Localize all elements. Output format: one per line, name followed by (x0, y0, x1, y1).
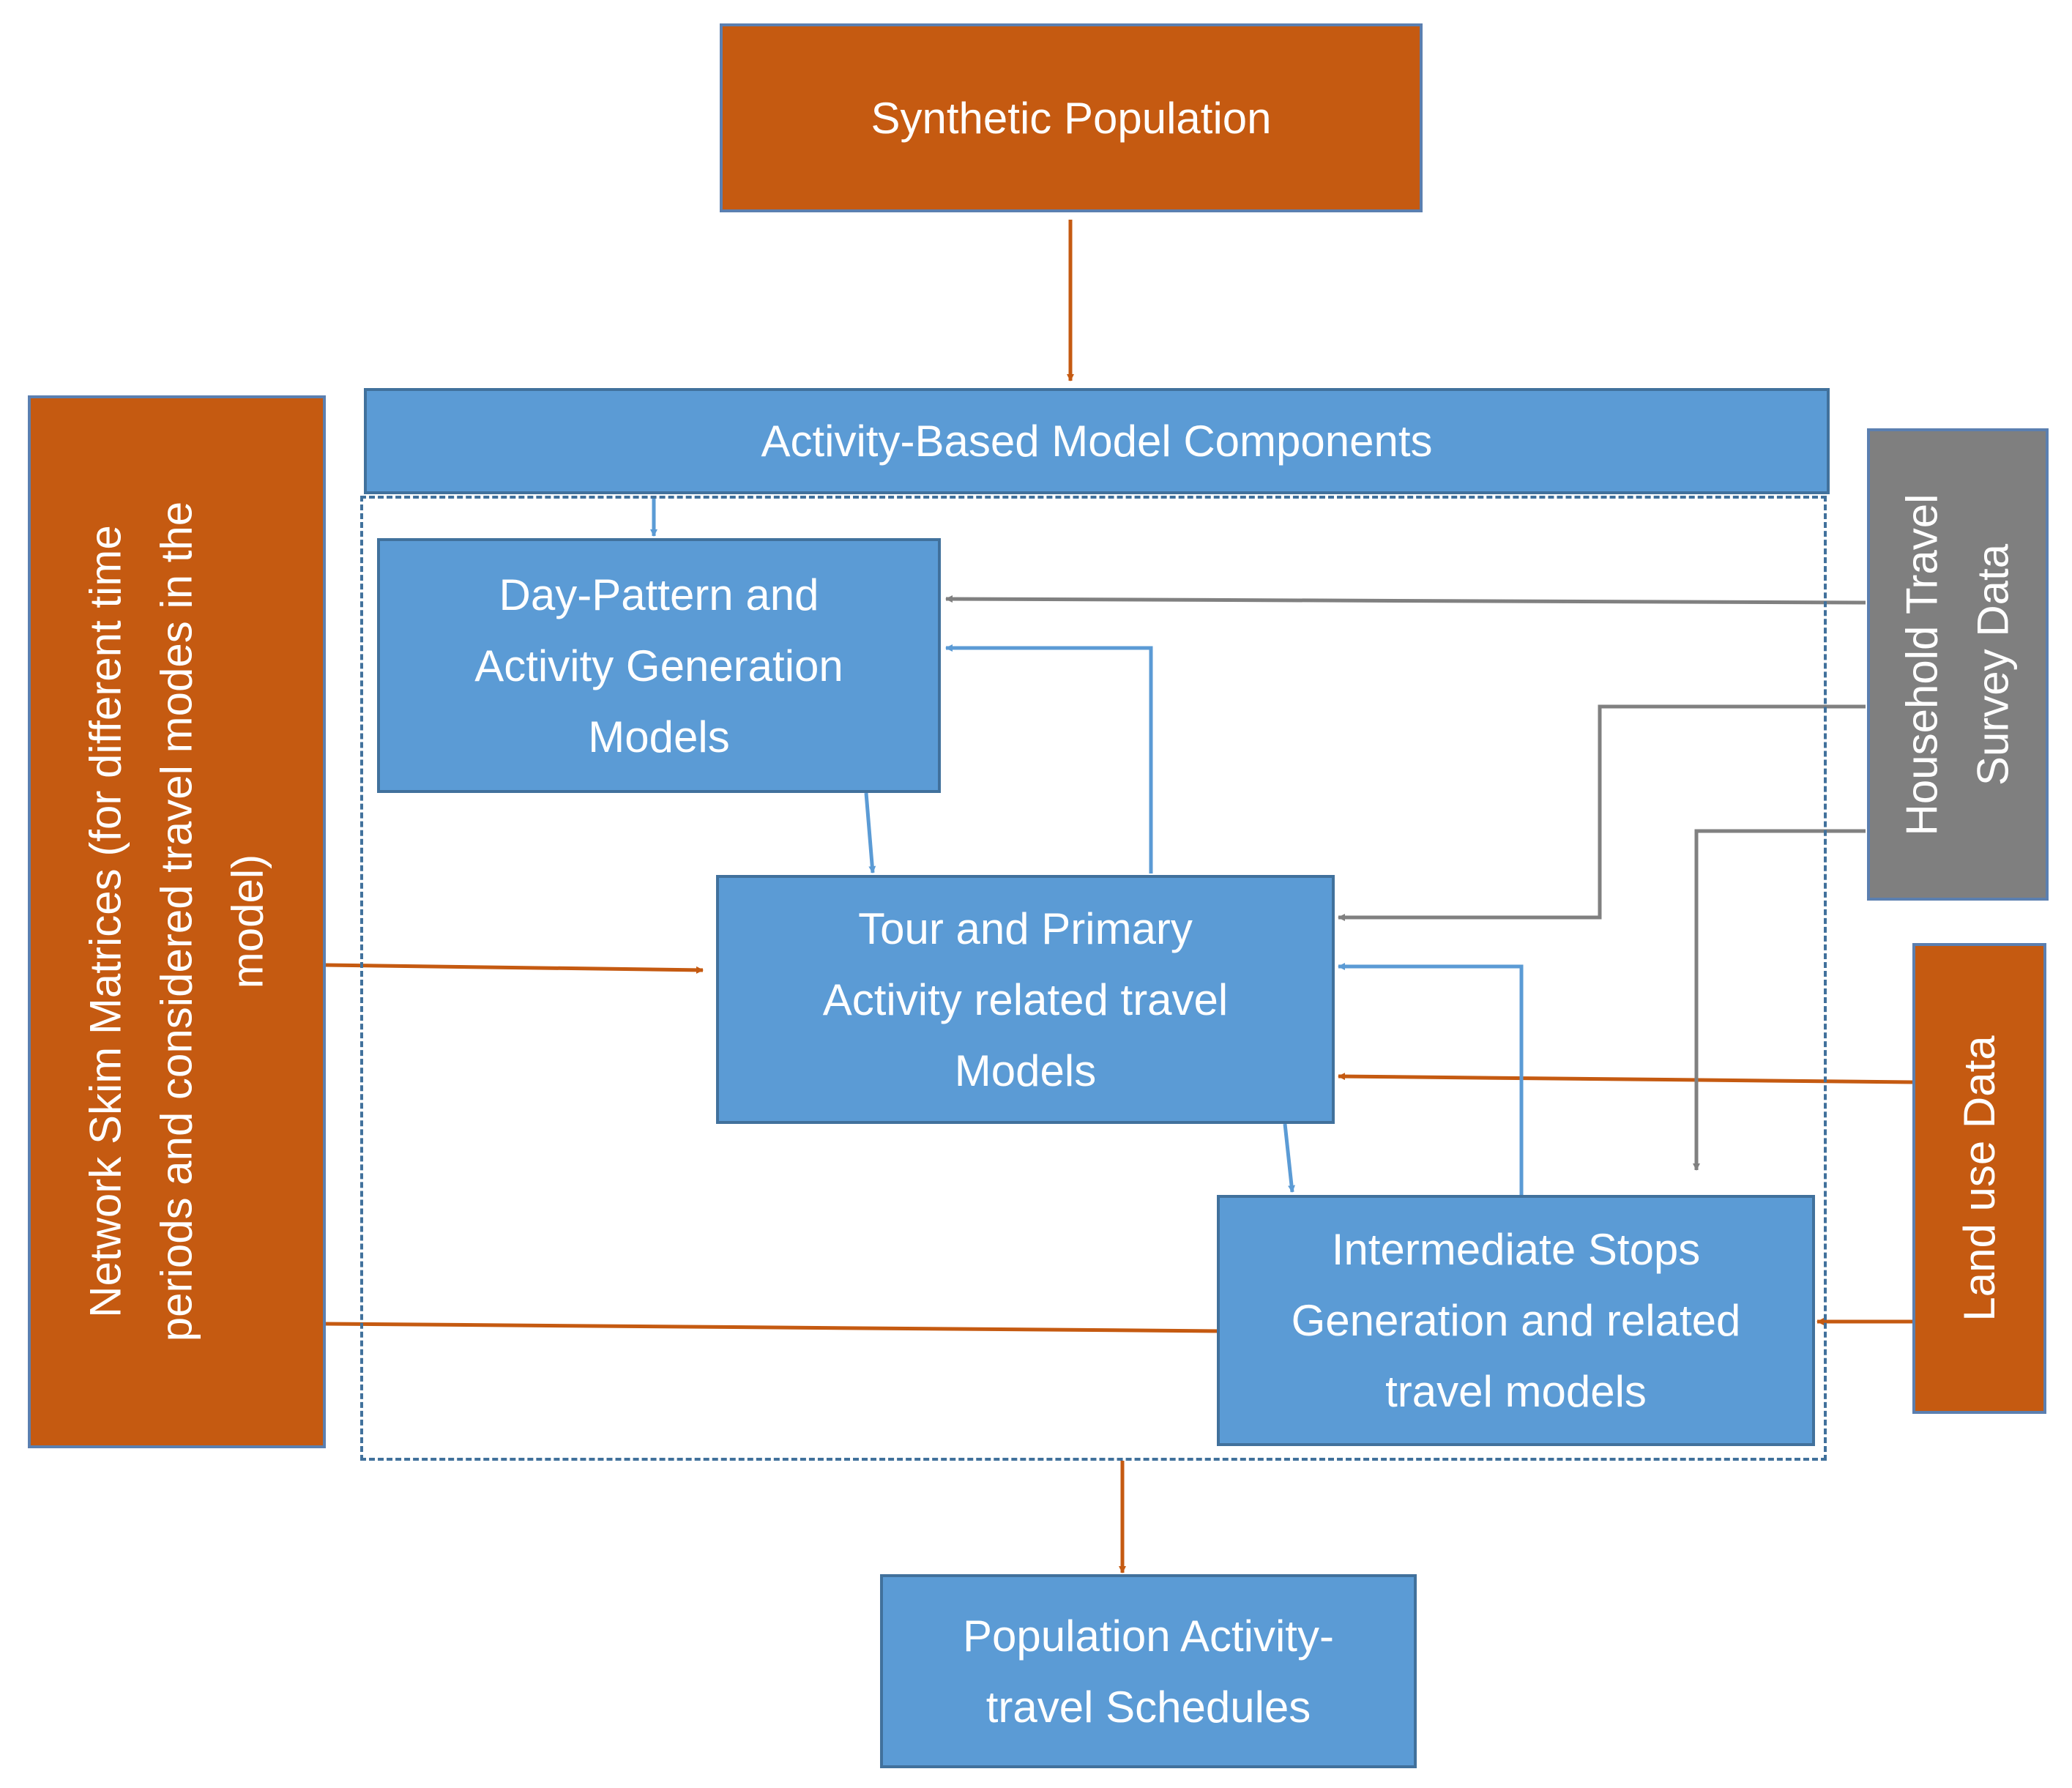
intermediate-stops-box: Intermediate Stops Generation and relate… (1217, 1195, 1815, 1446)
arrow-survey-to-daypattern (945, 595, 1866, 605)
synthetic-population-box: Synthetic Population (720, 23, 1423, 212)
day-pattern-line-2: Activity Generation (474, 641, 843, 690)
network-skim-line-3: model) (223, 854, 272, 989)
household-survey-line-2: Survey Data (1968, 543, 2018, 786)
network-skim-box (28, 395, 326, 1448)
arrow-survey-to-stops (1693, 829, 1866, 1171)
day-pattern-line-1: Day-Pattern and (499, 570, 819, 619)
land-use-line: Land use Data (1955, 1035, 2004, 1322)
arrow-landuse-to-tour (1338, 1073, 1913, 1084)
arrow-tour-to-stops (1283, 1123, 1296, 1193)
day-pattern-box: Day-Pattern and Activity Generation Mode… (377, 538, 941, 793)
household-survey-box (1867, 428, 2049, 901)
network-skim-line-2: periods and considered travel modes in t… (152, 501, 201, 1342)
tour-primary-box: Tour and Primary Activity related travel… (716, 875, 1335, 1124)
arrow-skim-to-tour (325, 963, 704, 974)
population-schedules-box: Population Activity- travel Schedules (880, 1574, 1417, 1768)
synthetic-population-label: Synthetic Population (871, 93, 1272, 143)
tour-primary-line-2: Activity related travel (822, 975, 1229, 1024)
intermediate-stops-line-2: Generation and related (1291, 1296, 1741, 1345)
arrow-skim-to-stops (325, 1322, 1225, 1335)
household-survey-label: Household Travel Survey Data (1867, 429, 2049, 901)
network-skim-label: Network Skim Matrices (for different tim… (28, 395, 326, 1448)
tour-primary-line-3: Models (954, 1046, 1097, 1095)
abm-components-header: Activity-Based Model Components (364, 388, 1830, 494)
abm-components-container (360, 496, 1827, 1461)
land-use-label: Land use Data (1912, 943, 2046, 1414)
arrow-survey-to-tour (1338, 704, 1866, 921)
tour-primary-line-1: Tour and Primary (858, 904, 1193, 953)
day-pattern-line-3: Models (588, 712, 730, 761)
arrow-stops-feedback-to-tour (1338, 963, 1524, 1195)
household-survey-line-1: Household Travel (1897, 493, 1947, 836)
intermediate-stops-line-3: travel models (1385, 1367, 1647, 1416)
population-schedules-line-1: Population Activity- (963, 1611, 1334, 1661)
intermediate-stops-line-1: Intermediate Stops (1331, 1225, 1701, 1274)
arrow-daypattern-to-tour (864, 792, 876, 873)
arrow-tour-feedback-to-daypattern (945, 644, 1153, 873)
network-skim-line-1: Network Skim Matrices (for different tim… (81, 525, 130, 1318)
population-schedules-line-2: travel Schedules (985, 1682, 1311, 1732)
land-use-box (1912, 943, 2046, 1414)
abm-components-label: Activity-Based Model Components (761, 417, 1433, 466)
